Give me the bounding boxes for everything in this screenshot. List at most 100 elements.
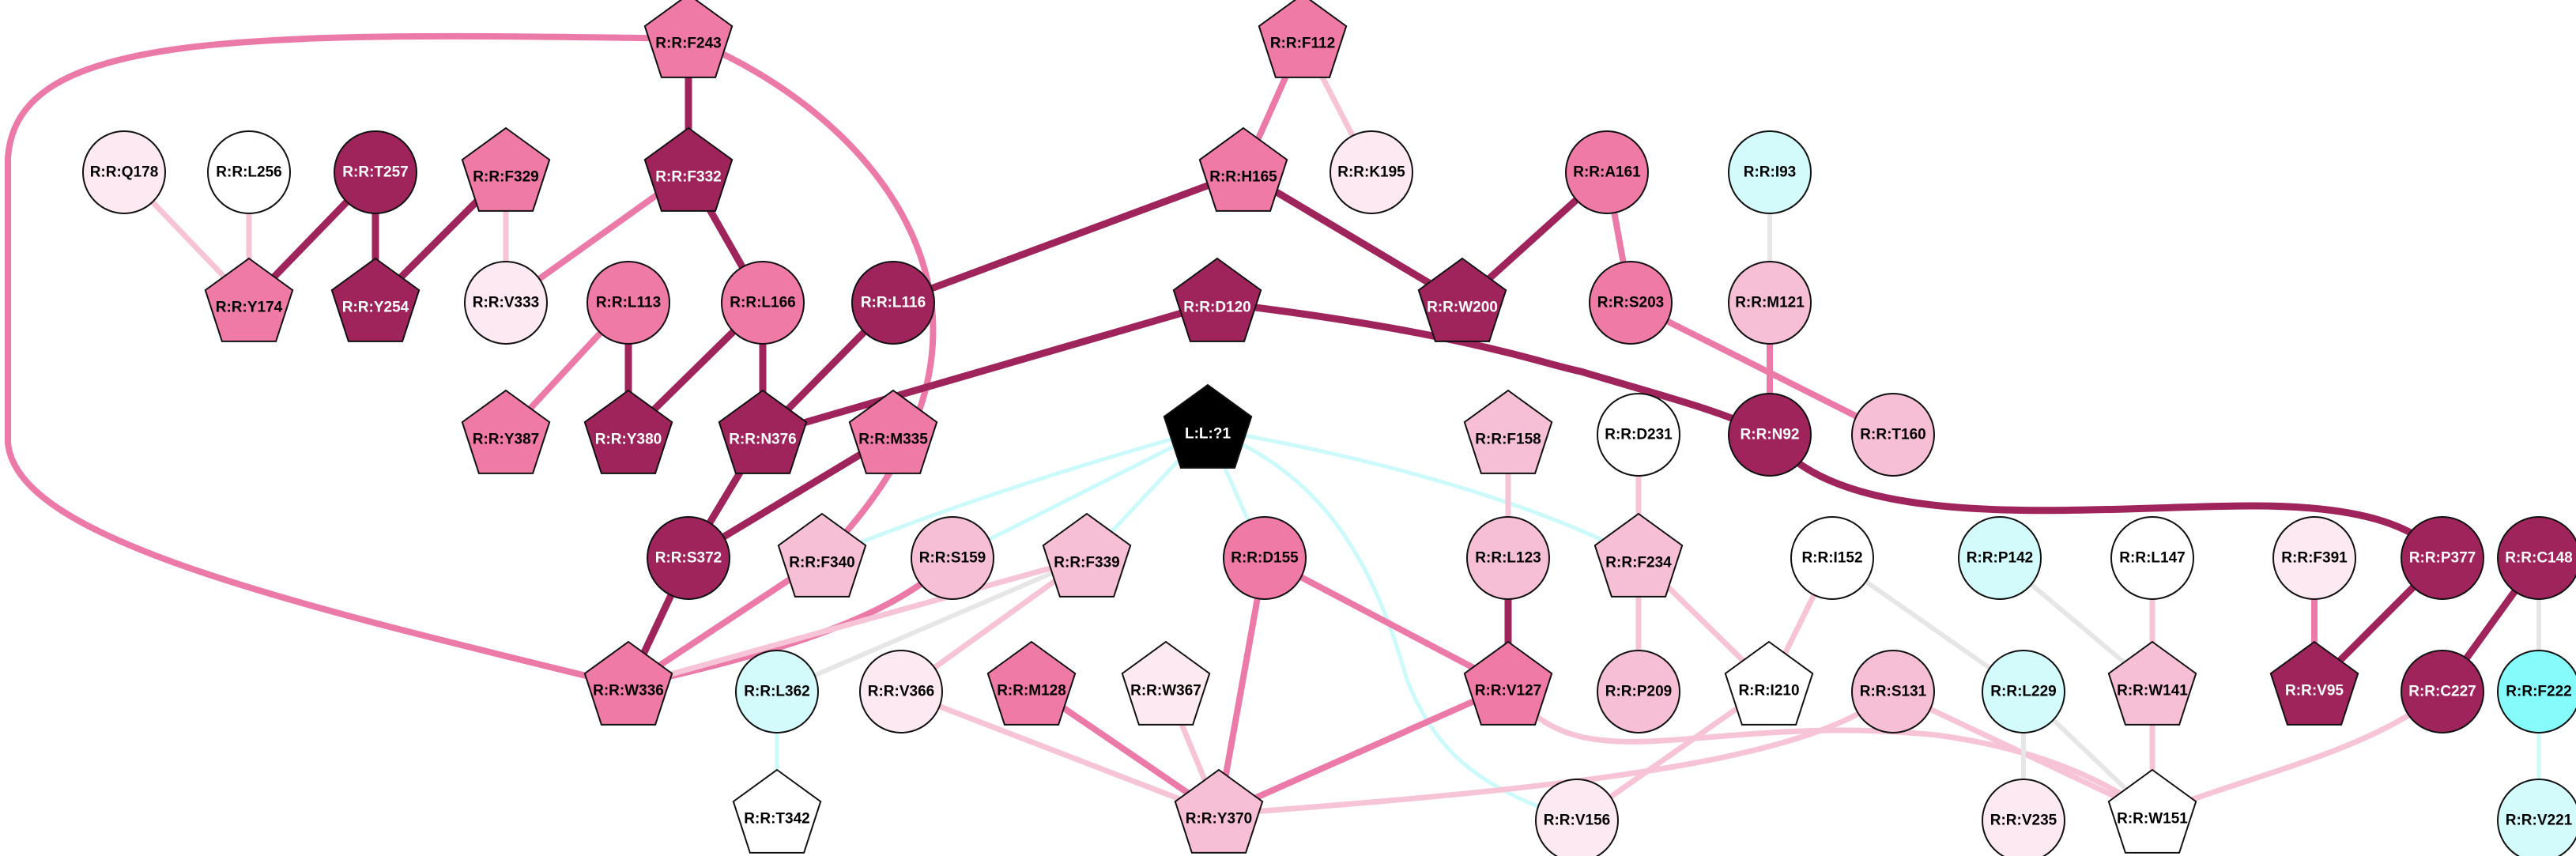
node-w141[interactable]: R:R:W141 [2107,640,2197,726]
node-i210[interactable]: R:R:I210 [1724,640,1814,726]
node-shape-circle [851,261,935,345]
node-i152[interactable]: R:R:I152 [1790,516,1874,600]
node-s203[interactable]: R:R:S203 [1589,261,1673,345]
node-l166[interactable]: R:R:L166 [721,261,805,345]
node-l123[interactable]: R:R:L123 [1466,516,1550,600]
node-f222[interactable]: R:R:F222 [2497,650,2576,733]
node-p142[interactable]: R:R:P142 [1958,516,2042,600]
node-c148[interactable]: R:R:C148 [2497,516,2576,600]
node-h165[interactable]: R:R:H165 [1198,126,1288,212]
node-shape-circle [464,261,548,345]
node-label: R:R:F234 [1605,555,1672,571]
node-f112[interactable]: R:R:F112 [1258,0,1348,78]
edge-s203-t160 [1627,300,1896,438]
edge-f339-l362 [775,556,1089,694]
node-f158[interactable]: R:R:F158 [1463,389,1553,474]
node-f243[interactable]: R:R:F243 [643,0,734,78]
node-l116[interactable]: R:R:L116 [851,261,935,345]
edge-n92-p377 [1766,431,2446,562]
node-l229[interactable]: R:R:L229 [1982,650,2065,733]
node-p377[interactable]: R:R:P377 [2401,516,2484,600]
node-label: R:R:C148 [2505,550,2573,567]
node-shape-pentagon [1198,126,1288,212]
node-label: R:R:W141 [2117,683,2188,700]
node-label: R:R:F340 [789,555,854,571]
node-l113[interactable]: R:R:L113 [586,261,670,345]
node-t342[interactable]: R:R:T342 [732,768,822,854]
node-d120[interactable]: R:R:D120 [1172,257,1262,342]
node-y387[interactable]: R:R:Y387 [461,389,551,474]
node-a161[interactable]: R:R:A161 [1565,130,1649,214]
node-v156[interactable]: R:R:V156 [1535,779,1619,856]
node-label: R:R:T342 [744,811,809,828]
node-t160[interactable]: R:R:T160 [1851,393,1935,477]
node-c227[interactable]: R:R:C227 [2401,650,2484,733]
node-f234[interactable]: R:R:F234 [1593,512,1684,598]
node-y254[interactable]: R:R:Y254 [330,257,421,342]
node-shape-pentagon [777,512,867,598]
node-shape-pentagon [986,640,1077,726]
node-i93[interactable]: R:R:I93 [1728,130,1812,214]
node-l256[interactable]: R:R:L256 [207,130,291,214]
node-label: R:R:V127 [1475,683,1541,700]
node-label: R:R:F112 [1270,36,1335,52]
node-s131[interactable]: R:R:S131 [1851,650,1935,733]
node-label: R:R:M335 [858,432,928,448]
node-f329[interactable]: R:R:F329 [461,126,551,212]
node-f340[interactable]: R:R:F340 [777,512,867,598]
node-d155[interactable]: R:R:D155 [1223,516,1307,600]
node-shape-pentagon [1593,512,1684,598]
node-y380[interactable]: R:R:Y380 [583,389,673,474]
node-f391[interactable]: R:R:F391 [2272,516,2356,600]
node-v221[interactable]: R:R:V221 [2497,779,2576,856]
node-label: R:R:M128 [997,683,1066,700]
node-label: R:R:F329 [473,169,538,186]
node-shape-pentagon [1174,768,1264,854]
node-v333[interactable]: R:R:V333 [464,261,548,345]
node-d231[interactable]: R:R:D231 [1597,393,1680,477]
node-f332[interactable]: R:R:F332 [643,126,734,212]
node-n92[interactable]: R:R:N92 [1728,393,1812,477]
node-f339[interactable]: R:R:F339 [1042,512,1132,598]
node-t257[interactable]: R:R:T257 [334,130,417,214]
node-m128[interactable]: R:R:M128 [986,640,1077,726]
node-v95[interactable]: R:R:V95 [2269,640,2359,726]
node-w367[interactable]: R:R:W367 [1121,640,1211,726]
edge-d120-n92 [1213,299,1774,439]
edge-s131-y370 [1216,688,1896,817]
node-label: R:R:Y370 [1186,811,1252,828]
node-y174[interactable]: R:R:Y174 [204,257,294,342]
node-v366[interactable]: R:R:V366 [859,650,943,733]
node-shape-pentagon [583,640,673,726]
node-n376[interactable]: R:R:N376 [718,389,808,474]
node-label: R:R:F158 [1475,432,1541,448]
node-shape-circle [1728,130,1812,214]
node-w336[interactable]: R:R:W336 [583,640,673,726]
node-shape-pentagon [2107,640,2197,726]
node-m121[interactable]: R:R:M121 [1728,261,1812,345]
node-v127[interactable]: R:R:V127 [1463,640,1553,726]
node-shape-pentagon [1121,640,1211,726]
node-label: R:R:Y254 [342,300,409,316]
node-s159[interactable]: R:R:S159 [911,516,994,600]
node-l362[interactable]: R:R:L362 [735,650,819,733]
node-shape-circle [1589,261,1673,345]
node-p209[interactable]: R:R:P209 [1597,650,1680,733]
node-l147[interactable]: R:R:L147 [2110,516,2194,600]
node-shape-circle [1728,261,1812,345]
node-q178[interactable]: R:R:Q178 [82,130,166,214]
node-label: R:R:V235 [1990,813,2057,829]
node-k195[interactable]: R:R:K195 [1329,130,1413,214]
node-y370[interactable]: R:R:Y370 [1174,768,1264,854]
node-v235[interactable]: R:R:V235 [1982,779,2065,856]
node-s372[interactable]: R:R:S372 [647,516,730,600]
node-l1[interactable]: L:L:?1 [1163,383,1253,469]
node-m335[interactable]: R:R:M335 [848,389,938,474]
node-label: R:R:F391 [2281,550,2348,567]
node-label: R:R:L113 [596,295,661,311]
node-shape-circle [334,130,417,214]
node-w200[interactable]: R:R:W200 [1417,257,1507,342]
node-shape-circle [2497,779,2576,856]
node-w151[interactable]: R:R:W151 [2107,768,2197,854]
